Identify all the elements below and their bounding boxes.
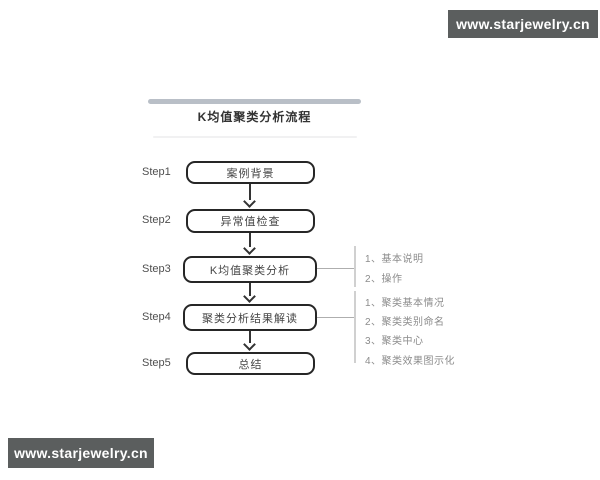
step3-box: K均值聚类分析 [183,256,317,283]
step4-annotation-item: 3、聚类中心 [365,336,424,347]
step3-label: Step3 [142,263,171,275]
step4-annotation-bar [354,291,356,363]
step4-annotation-item: 2、聚类类别命名 [365,317,445,328]
watermark-url-top: www.starjewelry.cn [456,16,590,32]
step5-box: 总结 [186,352,315,375]
step3-connector-line [317,268,354,269]
step1-box: 案例背景 [186,161,315,184]
step1-label: Step1 [142,166,171,178]
arrow-line-1 [249,184,251,200]
step3-annotation-item: 1、基本说明 [365,254,424,265]
watermark-banner-top: www.starjewelry.cn [448,10,598,38]
title-accent-bar [148,99,361,104]
arrow-head-icon [243,338,256,351]
step4-label: Step4 [142,311,171,323]
step4-connector-line [317,317,354,318]
arrow-head-icon [243,290,256,303]
watermark-url-bottom: www.starjewelry.cn [14,445,148,461]
step2-box: 异常值检查 [186,209,315,233]
arrow-head-icon [243,242,256,255]
step2-label: Step2 [142,214,171,226]
step4-annotation-item: 1、聚类基本情况 [365,298,445,309]
step3-annotation-item: 2、操作 [365,274,403,285]
step5-label: Step5 [142,357,171,369]
step3-annotation-bar [354,246,356,287]
page-title: K均值聚类分析流程 [197,110,312,124]
arrow-line-3 [249,283,251,296]
arrow-head-icon [243,195,256,208]
arrow-line-2 [249,233,251,247]
watermark-banner-bottom: www.starjewelry.cn [8,438,154,468]
title-divider [153,136,357,138]
step4-annotation-item: 4、聚类效果图示化 [365,356,456,367]
arrow-line-4 [249,331,251,343]
step4-box: 聚类分析结果解读 [183,304,317,331]
